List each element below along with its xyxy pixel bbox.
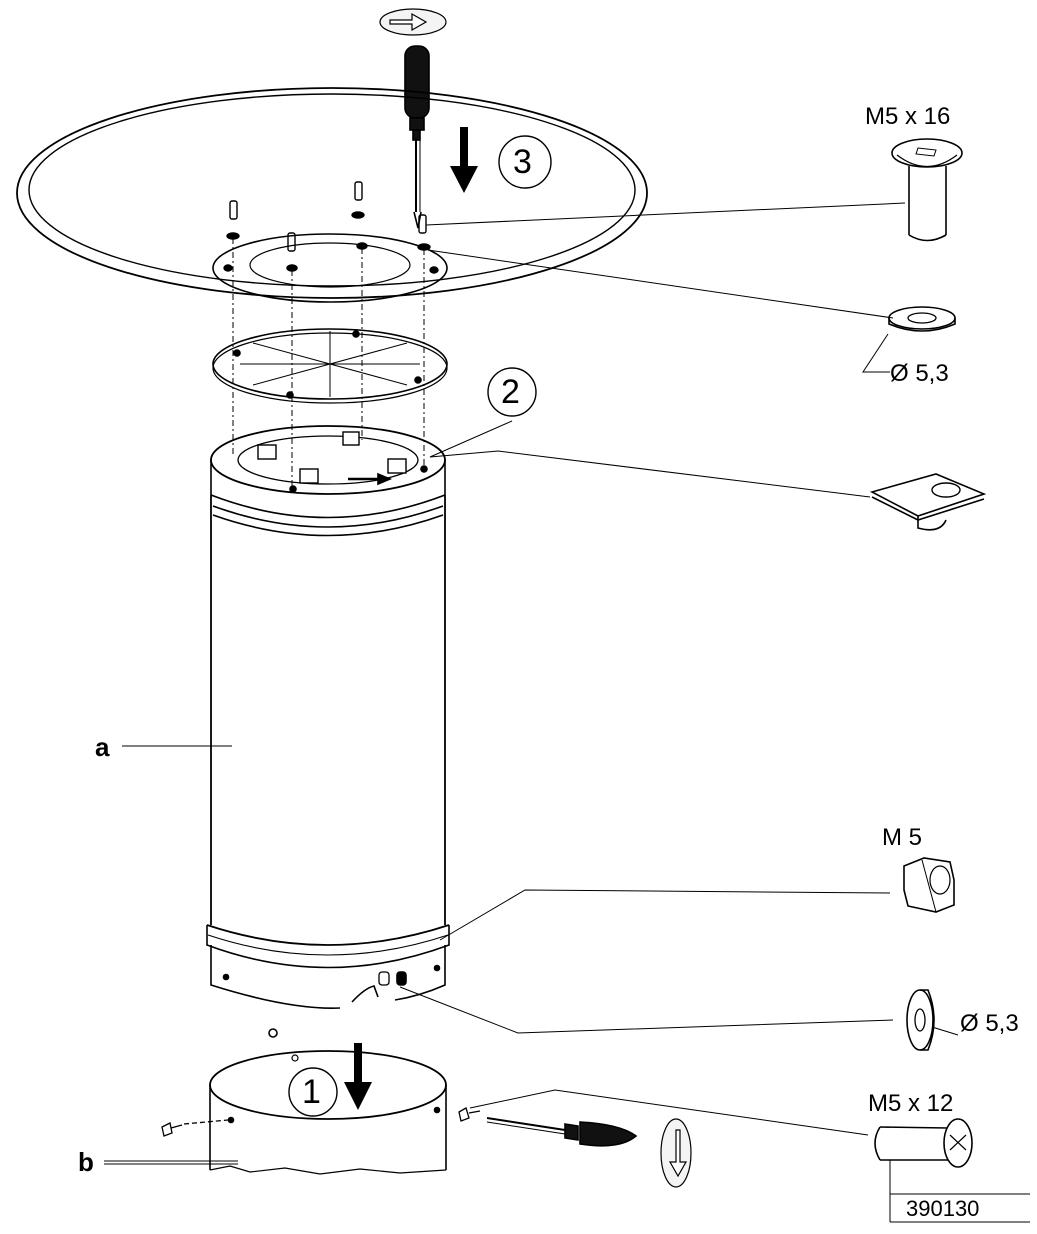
- label-screw-m5x12: M5 x 12: [868, 1090, 954, 1117]
- step-1-circle: [288, 1067, 338, 1117]
- column-top-ring: [210, 425, 446, 537]
- mounting-plate: [212, 328, 448, 404]
- rotate-clockwise-icon: [660, 1118, 692, 1188]
- clip-fastener: [869, 473, 987, 531]
- rotate-clockwise-icon: [379, 8, 447, 36]
- label-part-a: a: [95, 732, 110, 762]
- screw-m5x16: [891, 138, 963, 242]
- step-2-circle: [487, 367, 537, 417]
- label-nut-m5: M 5: [882, 824, 923, 851]
- screwdriver-icon: [486, 1117, 638, 1147]
- down-arrow-icon: [344, 1043, 372, 1110]
- label-washer-top: Ø 5,3: [890, 360, 949, 387]
- step-1-number: 1: [302, 1073, 321, 1111]
- base-part: [209, 1028, 447, 1175]
- washer-bottom: [906, 989, 935, 1051]
- label-washer-bottom: Ø 5,3: [960, 1010, 1019, 1037]
- label-screw-m5x16: M5 x 16: [865, 103, 951, 130]
- step-3-number: 3: [513, 143, 532, 181]
- base-screws: [161, 1107, 481, 1137]
- nut-m5: [903, 857, 955, 913]
- column-body: [210, 495, 446, 925]
- screwdriver-icon: [404, 45, 430, 229]
- column-bottom-ring: [206, 924, 450, 1009]
- down-arrow-icon: [450, 127, 478, 193]
- leader-lines: [104, 202, 1030, 1223]
- washer-top: [888, 306, 956, 332]
- part-number: 390130: [906, 1196, 980, 1221]
- step-3-circle: [498, 135, 552, 189]
- label-part-b: b: [78, 1147, 94, 1177]
- top-screws: [223, 181, 439, 274]
- lamp-shade: [16, 87, 648, 303]
- screw-m5x12: [874, 1118, 973, 1168]
- step-2-number: 2: [501, 373, 520, 411]
- alignment-lines: [232, 238, 425, 488]
